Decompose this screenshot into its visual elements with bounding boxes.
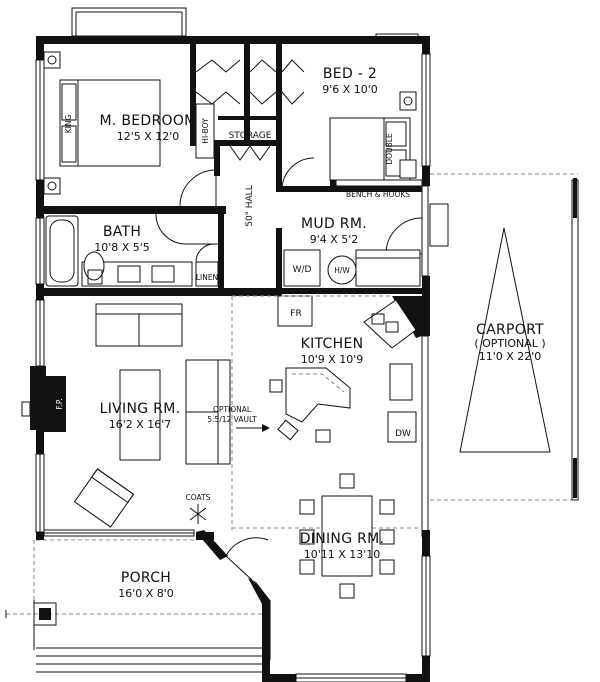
dishwasher-label: DW	[395, 429, 411, 439]
coats-label: COATS	[186, 493, 211, 502]
vault-arrow	[236, 424, 270, 432]
porch-name: PORCH	[121, 570, 171, 586]
washer-dryer-label: W/D	[293, 265, 312, 275]
mud-room-name: MUD RM.	[301, 216, 367, 232]
labels: M. BEDROOM 12'5 X 12'0 BED - 2 9'6 X 10'…	[64, 66, 546, 600]
mud-fixtures	[283, 249, 421, 287]
dining-room-dim: 10'11 X 13'10	[304, 548, 381, 561]
kitchen-name: KITCHEN	[301, 336, 364, 352]
double-label: DOUBLE	[385, 133, 394, 164]
porch-dim: 16'0 X 8'0	[118, 587, 174, 600]
bed2-dim: 9'6 X 10'0	[322, 83, 378, 96]
linen-label: LINEN	[196, 273, 218, 282]
kitchen-dim: 10'9 X 10'9	[301, 353, 364, 366]
coat-hooks-symbol	[189, 504, 207, 524]
carport-note: ( OPTIONAL )	[474, 337, 545, 350]
storage-label: STORAGE	[229, 131, 272, 141]
optional-label: OPTIONAL	[213, 405, 252, 414]
king-label: KING	[64, 115, 73, 134]
hall-label: 50" HALL	[245, 185, 255, 226]
fireplace: GAS F.P.	[30, 366, 66, 432]
bath-fixtures	[45, 215, 219, 287]
master-bedroom-name: M. BEDROOM	[99, 113, 196, 129]
doors	[155, 59, 423, 581]
living-furniture	[73, 303, 231, 528]
exterior-details	[5, 7, 419, 673]
dining-furniture	[299, 473, 395, 599]
living-room-dim: 16'2 X 16'7	[109, 418, 172, 431]
bath-dim: 10'8 X 5'5	[94, 241, 150, 254]
carport-name: CARPORT	[476, 322, 544, 338]
dining-room-name: DINING RM.	[300, 531, 385, 547]
mud-room-dim: 9'4 X 5'2	[310, 233, 359, 246]
windows	[35, 53, 431, 682]
bed2-furniture	[329, 91, 417, 181]
bench-hooks-label: BENCH & HOOKS	[346, 190, 410, 199]
gas-label: GAS	[47, 396, 56, 412]
carport-dim: 11'0 X 22'0	[479, 350, 542, 363]
hiboy-label: HI-BOY	[201, 118, 210, 144]
water-heater-label: H/W	[334, 266, 350, 275]
fp-label: F.P.	[55, 398, 64, 409]
kitchen-fixtures	[269, 299, 417, 443]
master-furniture	[43, 51, 215, 195]
living-room-name: LIVING RM.	[100, 401, 181, 417]
fridge-label: FR	[290, 309, 301, 319]
bath-name: BATH	[103, 224, 141, 240]
bed2-name: BED - 2	[323, 66, 377, 82]
carport	[429, 173, 579, 501]
master-bedroom-dim: 12'5 X 12'0	[117, 130, 180, 143]
vault-label: 5.5/12 VAULT	[207, 415, 257, 424]
